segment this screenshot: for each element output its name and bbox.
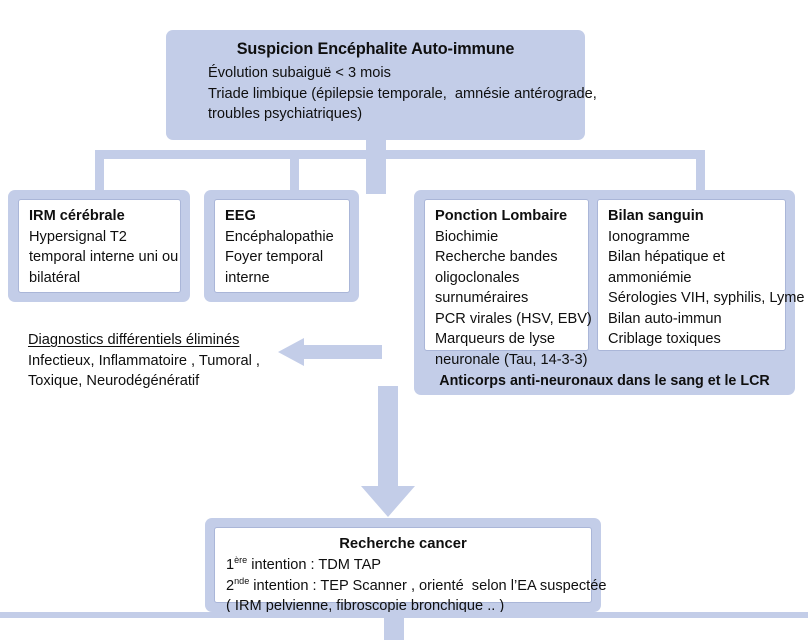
connector-drop-right	[696, 150, 705, 192]
node-suspicion-title: Suspicion Encéphalite Auto-immune	[236, 40, 515, 58]
connector-drop-eeg	[290, 150, 299, 192]
cancer-line2-sup: nde	[234, 575, 250, 586]
ponction-lombaire-body: Biochimie Recherche bandes oligoclonales…	[435, 228, 592, 368]
eeg-body: Encéphalopathie Foyer temporal interne	[225, 228, 334, 286]
differential-body: Infectieux, Inflammatoire , Tumoral , To…	[28, 352, 260, 390]
cancer-line1-sup: ère	[234, 555, 248, 566]
eeg-content: EEG Encéphalopathie Foyer temporal inter…	[225, 206, 334, 288]
eeg-heading: EEG	[225, 208, 256, 224]
bilan-sanguin-heading: Bilan sanguin	[608, 208, 704, 224]
node-suspicion-body: Évolution subaiguë < 3 mois Triade limbi…	[208, 65, 597, 122]
arrow-to-differential	[278, 337, 382, 367]
irm-content: IRM cérébrale Hypersignal T2 temporal in…	[29, 206, 178, 288]
bilan-sanguin-content: Bilan sanguin Ionogramme Bilan hépatique…	[608, 206, 805, 350]
recherche-cancer-title: Recherche cancer	[339, 536, 467, 552]
node-bilan-sanguin[interactable]: Bilan sanguin Ionogramme Bilan hépatique…	[597, 199, 805, 351]
differential-heading: Diagnostics différentiels éliminés	[28, 332, 240, 348]
ponction-lombaire-content: Ponction Lombaire Biochimie Recherche ba…	[435, 206, 592, 370]
connector-drop-irm	[95, 150, 104, 192]
cancer-line1-prefix: 1	[226, 557, 235, 573]
arrow-to-cancer	[358, 386, 428, 518]
cancer-line1-rest: intention : TDM TAP	[247, 557, 382, 573]
connector-horizontal-bus	[95, 150, 705, 159]
ponction-lombaire-heading: Ponction Lombaire	[435, 208, 568, 224]
connector-trunk-bottom	[384, 612, 404, 640]
node-recherche-cancer[interactable]: Recherche cancer 1ère intention : TDM TA…	[214, 527, 606, 614]
differential-diagnoses-block: Diagnostics différentiels éliminés Infec…	[28, 330, 260, 392]
node-suspicion-encephalite[interactable]: Suspicion Encéphalite Auto-immune Évolut…	[166, 30, 597, 140]
antibodies-banner-label: Anticorps anti-neuronaux dans le sang et…	[439, 373, 770, 389]
recherche-cancer-body: 1ère intention : TDM TAP 2nde intention …	[226, 555, 606, 617]
node-eeg[interactable]: EEG Encéphalopathie Foyer temporal inter…	[214, 199, 350, 293]
cancer-line3: ( IRM pelvienne, fibroscopie bronchique …	[226, 598, 505, 614]
cancer-line2-rest: intention : TEP Scanner , orienté selon …	[249, 577, 607, 594]
connector-bottom-bar	[0, 612, 808, 618]
irm-heading: IRM cérébrale	[29, 208, 125, 224]
cancer-line2-prefix: 2	[226, 577, 235, 594]
irm-body: Hypersignal T2 temporal interne uni ou b…	[29, 228, 179, 286]
node-ponction-lombaire[interactable]: Ponction Lombaire Biochimie Recherche ba…	[424, 199, 592, 368]
bilan-sanguin-body: Ionogramme Bilan hépatique et ammoniémie…	[608, 228, 805, 348]
connector-trunk-middle	[366, 150, 386, 194]
node-irm-cerebrale[interactable]: IRM cérébrale Hypersignal T2 temporal in…	[18, 199, 181, 293]
